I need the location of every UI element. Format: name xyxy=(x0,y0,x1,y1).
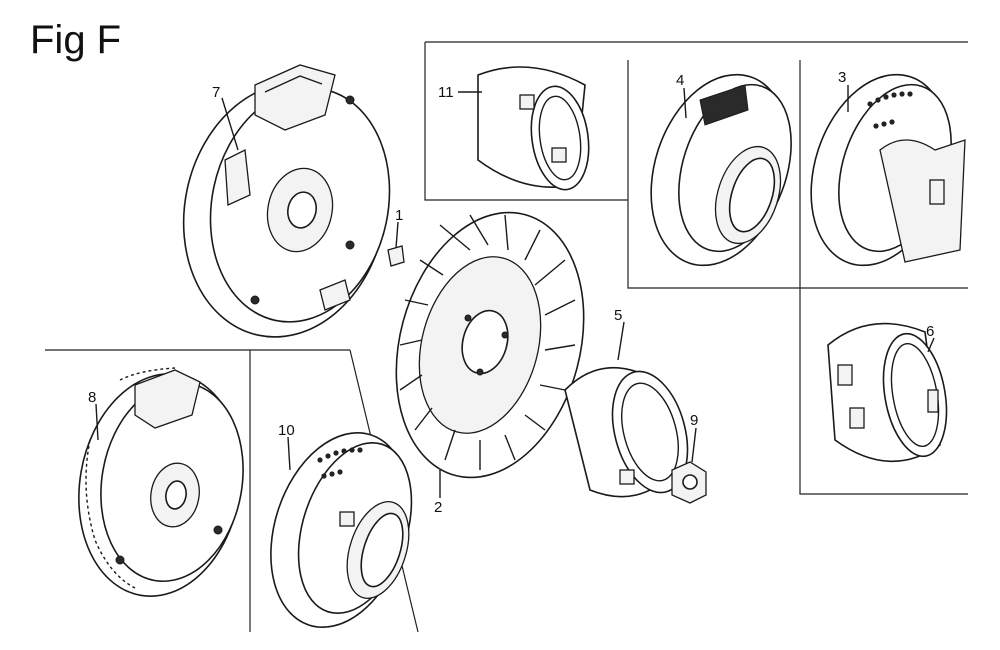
callout-3: 3 xyxy=(838,69,846,86)
callout-7: 7 xyxy=(212,84,220,101)
callout-9: 9 xyxy=(690,412,698,429)
part-2-flywheel xyxy=(395,211,585,479)
part-4-pulley-cover xyxy=(650,73,792,267)
part-8-starter-housing xyxy=(78,367,244,597)
part-7-starter-housing xyxy=(182,64,391,338)
part-10-pulley-cover xyxy=(270,431,413,629)
callout-2: 2 xyxy=(434,499,442,516)
leader-lines xyxy=(95,85,935,498)
part-5-pulley xyxy=(564,367,689,498)
callout-4: 4 xyxy=(676,72,684,89)
callout-10: 10 xyxy=(278,422,295,439)
part-1-woodruff-key xyxy=(387,245,405,267)
part-6-pulley-cup xyxy=(827,322,948,463)
part-9-flywheel-nut xyxy=(671,461,707,504)
callout-11: 11 xyxy=(438,84,454,101)
part-11-starter-pulley xyxy=(477,66,590,191)
callout-5: 5 xyxy=(614,307,622,324)
callout-8: 8 xyxy=(88,389,96,406)
callout-6: 6 xyxy=(926,323,934,340)
part-3-cover xyxy=(810,73,966,267)
callout-1: 1 xyxy=(395,207,403,224)
callout-labels: 7 1 11 4 3 5 6 9 8 10 2 xyxy=(88,69,934,516)
section-frames xyxy=(45,41,968,633)
figure-title: Fig F xyxy=(30,18,122,62)
